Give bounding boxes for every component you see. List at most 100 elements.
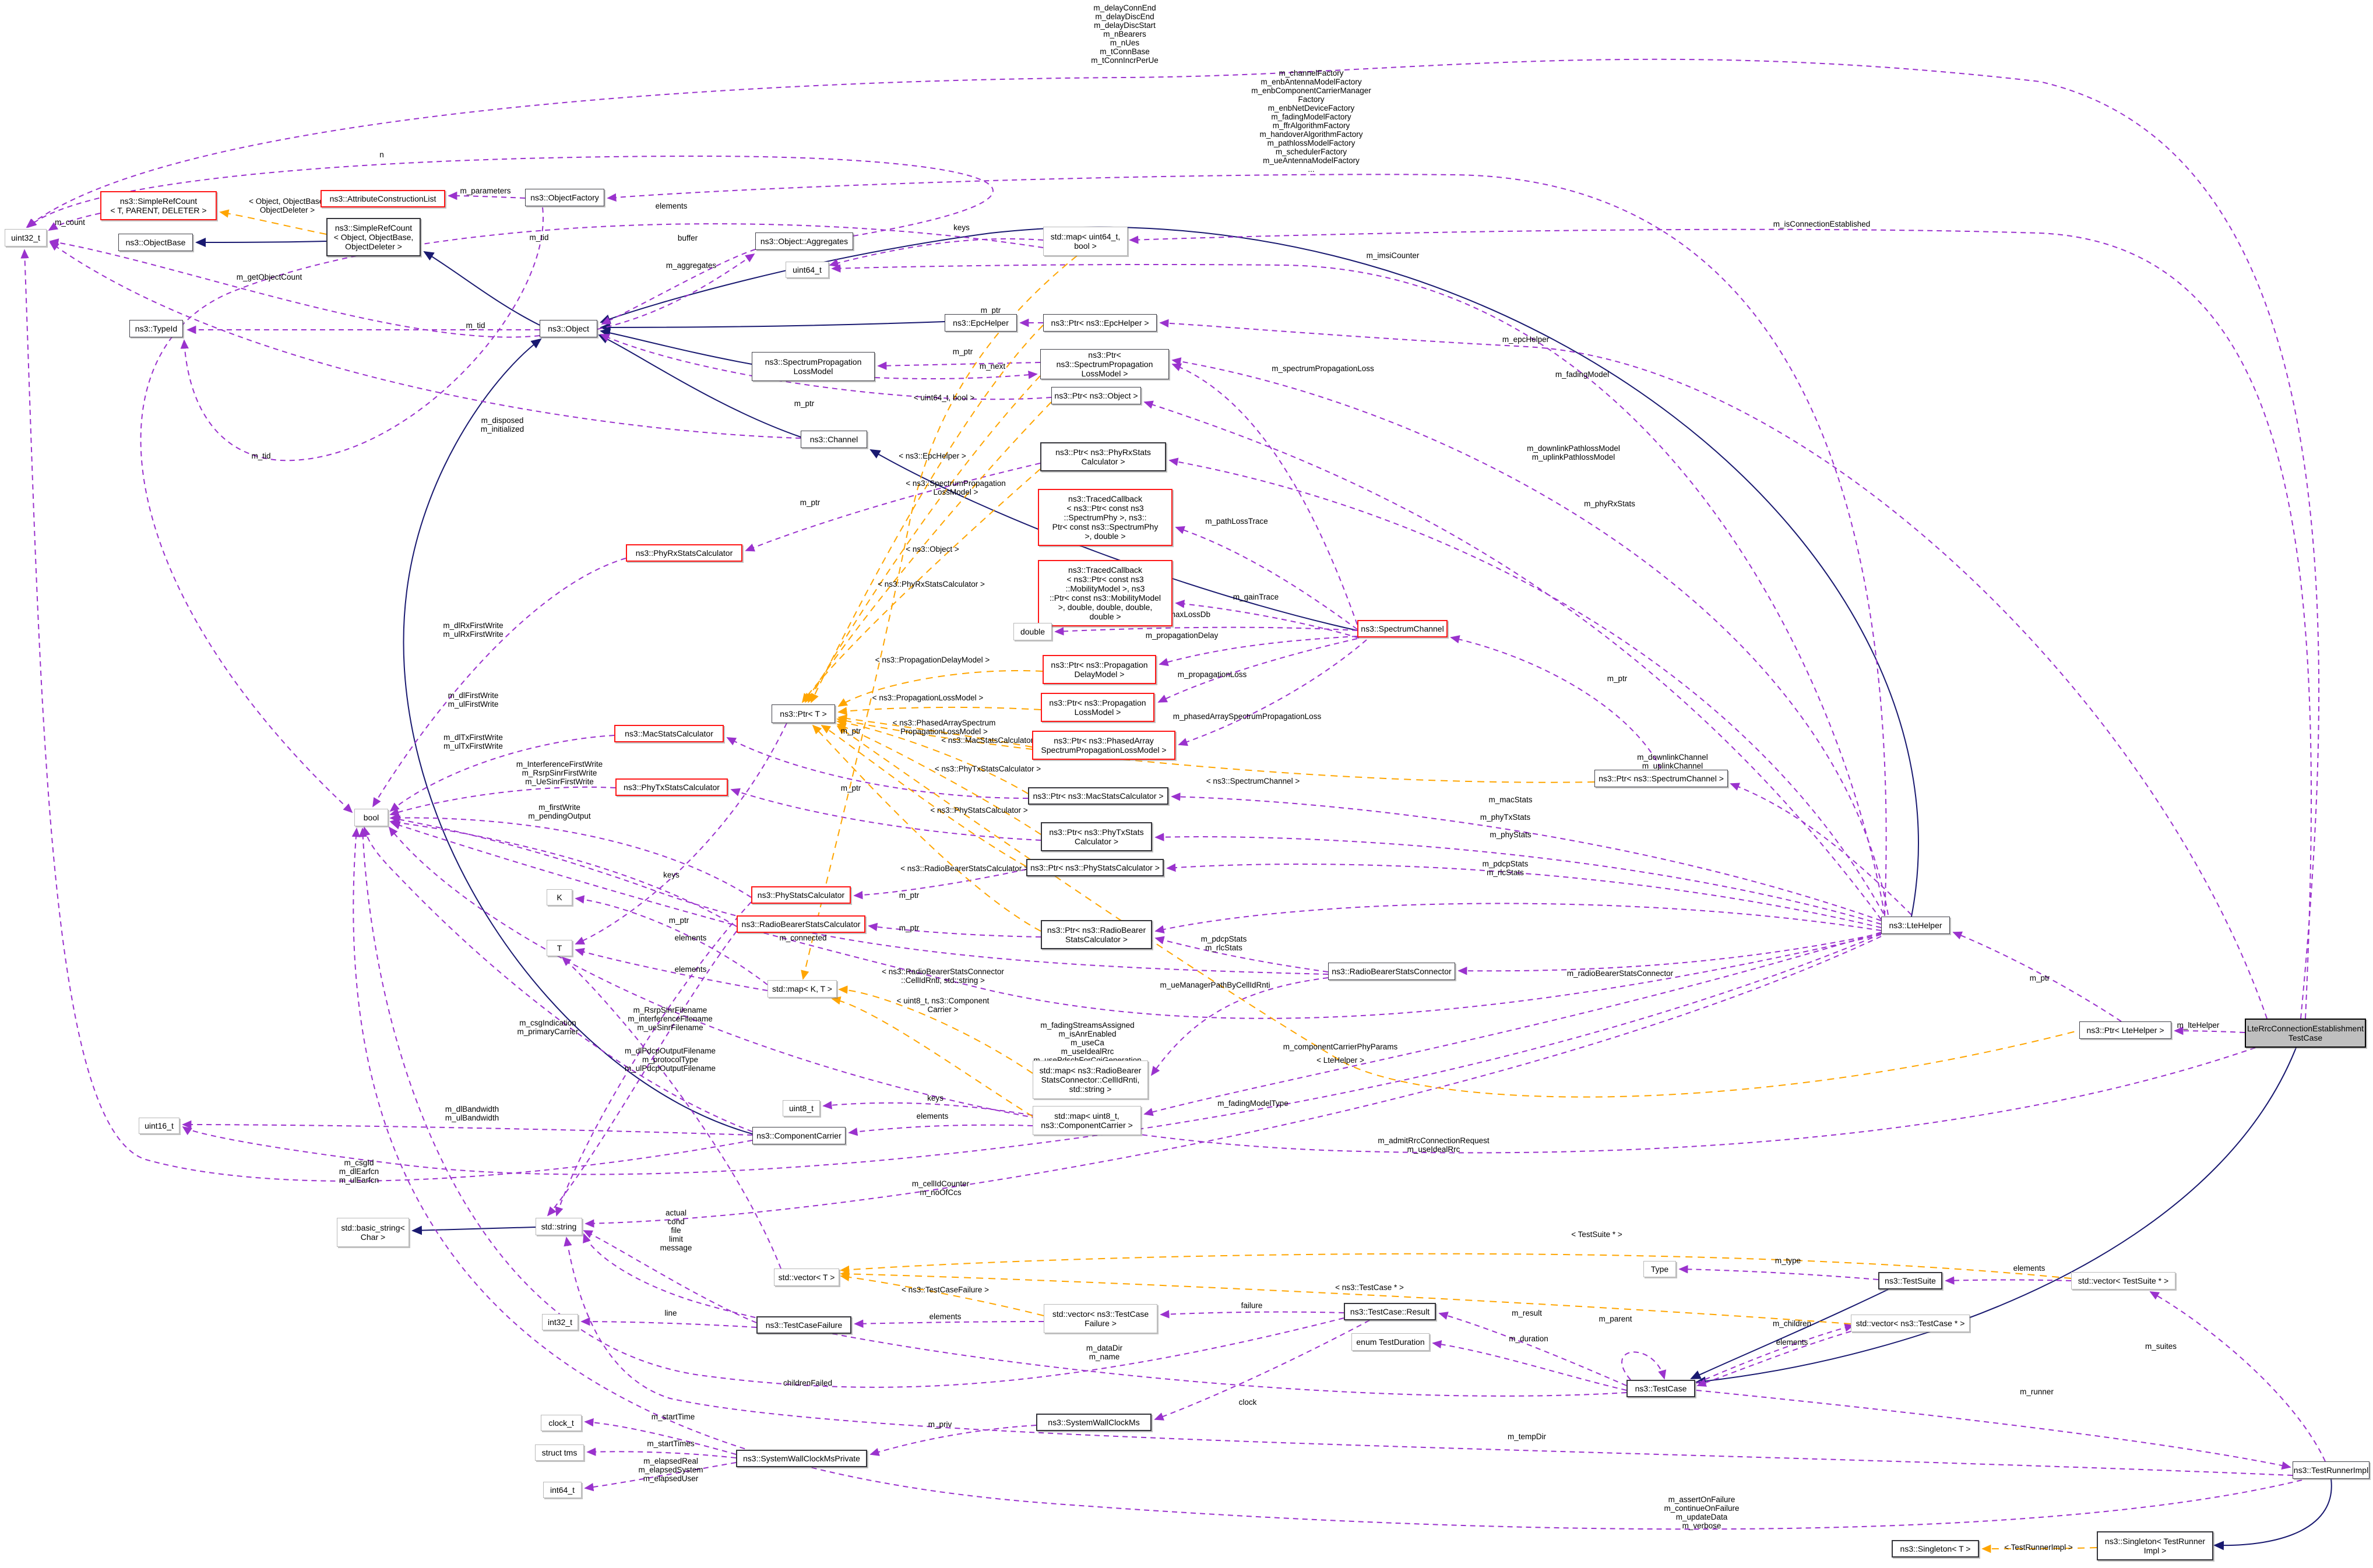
edge-label: m_dlPdcpOutputFilename m_protocolType m_…: [624, 1046, 716, 1073]
node-bool[interactable]: bool: [354, 809, 388, 826]
node-ptr-phytxstatscalculator[interactable]: ns3::Ptr< ns3::PhyTxStats Calculator >: [1041, 822, 1152, 851]
node-singleton-testrunnerimpl[interactable]: ns3::Singleton< TestRunner Impl >: [2097, 1531, 2213, 1560]
usage-edge: [1159, 636, 1358, 667]
node-ptr-spectrumchannel[interactable]: ns3::Ptr< ns3::SpectrumChannel >: [1594, 770, 1728, 787]
node-ptr-macstatscalculator[interactable]: ns3::Ptr< ns3::MacStatsCalculator >: [1028, 787, 1168, 805]
usage-edge: [583, 1230, 757, 1323]
node-map-cellidrnti-string[interactable]: std::map< ns3::RadioBearer StatsConnecto…: [1033, 1060, 1148, 1099]
node-uint16[interactable]: uint16_t: [139, 1118, 179, 1134]
node-t[interactable]: T: [547, 940, 572, 956]
node-testsuite[interactable]: ns3::TestSuite: [1878, 1272, 1942, 1289]
node-ltehelper[interactable]: ns3::LteHelper: [1881, 917, 1950, 934]
node-simplerefcount-template[interactable]: ns3::SimpleRefCount < T, PARENT, DELETER…: [100, 191, 217, 220]
edge-label: m_ptr: [952, 347, 973, 356]
node-objectfactory[interactable]: ns3::ObjectFactory: [525, 189, 604, 206]
node-k[interactable]: K: [547, 889, 572, 905]
node-ptr-phystatscalculator[interactable]: ns3::Ptr< ns3::PhyStatsCalculator >: [1026, 859, 1164, 876]
node-ptr-t[interactable]: ns3::Ptr< T >: [772, 704, 835, 723]
node-ptr-ltehelper[interactable]: ns3::Ptr< LteHelper >: [2079, 1021, 2171, 1039]
node-ptr-spectrumpropagationlossmodel[interactable]: ns3::Ptr< ns3::SpectrumPropagation LossM…: [1040, 349, 1169, 379]
node-lterrcconnectionestablishmenttestcase[interactable]: LteRrcConnectionEstablishment TestCase: [2245, 1019, 2366, 1048]
node-radiobearerstatscalculator[interactable]: ns3::RadioBearerStatsCalculator: [737, 915, 865, 933]
node-epchelper[interactable]: ns3::EpcHelper: [945, 314, 1017, 332]
usage-edge: [853, 869, 1027, 900]
edge-label: m_next: [979, 362, 1006, 371]
node-vector-testcase[interactable]: std::vector< ns3::TestCase * >: [1851, 1315, 1970, 1332]
edge-label: m_tid: [466, 321, 485, 330]
node-enum-testduration[interactable]: enum TestDuration: [1351, 1333, 1430, 1351]
edge-label: m_ptr: [794, 399, 815, 408]
node-ptr-phyrxstatscalculator[interactable]: ns3::Ptr< ns3::PhyRxStats Calculator >: [1040, 442, 1166, 471]
node-objectbase[interactable]: ns3::ObjectBase: [118, 234, 193, 251]
edge-label: m_elapsedReal m_elapsedSystem m_elapsedU…: [638, 1457, 703, 1483]
node-systemwallclockms[interactable]: ns3::SystemWallClockMs: [1036, 1414, 1152, 1431]
node-systemwallclockmsprivate[interactable]: ns3::SystemWallClockMsPrivate: [736, 1450, 867, 1467]
node-map-uint8-componentcarrier[interactable]: std::map< uint8_t, ns3::ComponentCarrier…: [1033, 1106, 1141, 1135]
node-basic-string[interactable]: std::basic_string< Char >: [337, 1218, 409, 1247]
template-edge: [836, 723, 1041, 835]
node-uint64[interactable]: uint64_t: [786, 262, 829, 278]
node-object[interactable]: ns3::Object: [540, 320, 597, 337]
node-clock-t[interactable]: clock_t: [541, 1415, 582, 1431]
usage-edge: [555, 901, 752, 1217]
node-phytxstatscalculator[interactable]: ns3::PhyTxStatsCalculator: [615, 778, 728, 796]
node-tracedcallback-mobilitymodel[interactable]: ns3::TracedCallback < ns3::Ptr< const ns…: [1038, 560, 1173, 626]
node-testrunnerimpl[interactable]: ns3::TestRunnerImpl: [2293, 1461, 2370, 1479]
node-spectrumchannel[interactable]: ns3::SpectrumChannel: [1357, 620, 1448, 637]
node-phystatscalculator[interactable]: ns3::PhyStatsCalculator: [751, 886, 851, 904]
node-ptr-epchelper[interactable]: ns3::Ptr< ns3::EpcHelper >: [1043, 314, 1157, 332]
usage-edge: [607, 174, 1887, 917]
node-spectrumpropagationlossmodel[interactable]: ns3::SpectrumPropagation LossModel: [752, 352, 875, 381]
node-uint8[interactable]: uint8_t: [783, 1100, 820, 1116]
node-radiobearerstatsconnector[interactable]: ns3::RadioBearerStatsConnector: [1328, 963, 1455, 980]
node-string[interactable]: std::string: [536, 1218, 582, 1235]
template-edge: [837, 706, 1041, 716]
edge-label: m_suites: [2145, 1342, 2177, 1351]
node-struct-tms[interactable]: struct tms: [535, 1444, 584, 1461]
edge-label: < TestRunnerImpl >: [2004, 1543, 2073, 1552]
inheritance-edge: [600, 226, 1919, 917]
node-int32[interactable]: int32_t: [542, 1314, 578, 1330]
usage-edge: [1178, 639, 1367, 746]
node-ptr-object[interactable]: ns3::Ptr< ns3::Object >: [1051, 387, 1141, 404]
node-double[interactable]: double: [1013, 623, 1052, 640]
node-singleton-t[interactable]: ns3::Singleton< T >: [1892, 1540, 1979, 1558]
node-testcase-result[interactable]: ns3::TestCase::Result: [1344, 1303, 1436, 1320]
node-vector-testcasefailure[interactable]: std::vector< ns3::TestCase Failure >: [1044, 1304, 1157, 1333]
node-int64[interactable]: int64_t: [543, 1482, 582, 1498]
node-ptr-radiobearerstatscalculator[interactable]: ns3::Ptr< ns3::RadioBearer StatsCalculat…: [1041, 920, 1152, 949]
edge-label: m_pdcpStats m_rlcStats: [1482, 859, 1529, 877]
edge-label: m_firstWrite m_pendingOutput: [528, 803, 591, 820]
edge-label: m_dlTxFirstWrite m_ulTxFirstWrite: [443, 733, 503, 750]
node-vector-t[interactable]: std::vector< T >: [774, 1269, 839, 1286]
usage-edge: [2174, 1026, 2245, 1035]
node-phyrxstatscalculator[interactable]: ns3::PhyRxStatsCalculator: [626, 544, 742, 562]
node-attributeconstructionlist[interactable]: ns3::AttributeConstructionList: [321, 190, 445, 207]
node-map-uint64-bool[interactable]: std::map< uint64_t, bool >: [1043, 227, 1128, 256]
node-simplerefcount-object[interactable]: ns3::SimpleRefCount < Object, ObjectBase…: [326, 218, 421, 256]
node-testcasefailure[interactable]: ns3::TestCaseFailure: [756, 1316, 851, 1334]
node-tracedcallback-spectrumphy[interactable]: ns3::TracedCallback < ns3::Ptr< const ns…: [1038, 489, 1173, 546]
edge-label: m_ptr: [800, 498, 821, 507]
node-uint32[interactable]: uint32_t: [5, 229, 47, 246]
usage-edge: [1696, 1323, 1854, 1384]
node-map-k-t[interactable]: std::map< K, T >: [767, 980, 837, 998]
usage-edge: [597, 253, 755, 330]
edge-label: m_runner: [2020, 1387, 2054, 1396]
node-type[interactable]: Type: [1643, 1261, 1676, 1277]
node-object-aggregates[interactable]: ns3::Object::Aggregates: [755, 232, 853, 250]
template-edge: [836, 718, 1029, 794]
node-vector-testsuite[interactable]: std::vector< TestSuite * >: [2071, 1272, 2175, 1289]
node-componentcarrier[interactable]: ns3::ComponentCarrier: [752, 1127, 846, 1144]
node-typeid[interactable]: ns3::TypeId: [129, 320, 183, 337]
usage-edge: [180, 207, 544, 461]
edge-label: m_tid: [251, 452, 271, 460]
node-channel[interactable]: ns3::Channel: [801, 431, 867, 448]
node-ptr-phasedarrayspectrumpropagationlossmodel[interactable]: ns3::Ptr< ns3::PhasedArray SpectrumPropa…: [1032, 731, 1175, 760]
node-ptr-propagationdelaymodel[interactable]: ns3::Ptr< ns3::Propagation DelayModel >: [1043, 655, 1156, 684]
usage-edge: [1171, 792, 1882, 921]
edge-label: m_epcHelper: [1502, 335, 1550, 344]
node-ptr-propagationlossmodel[interactable]: ns3::Ptr< ns3::Propagation LossModel >: [1041, 693, 1154, 722]
node-testcase[interactable]: ns3::TestCase: [1626, 1380, 1695, 1397]
node-macstatscalculator[interactable]: ns3::MacStatsCalculator: [614, 725, 724, 742]
